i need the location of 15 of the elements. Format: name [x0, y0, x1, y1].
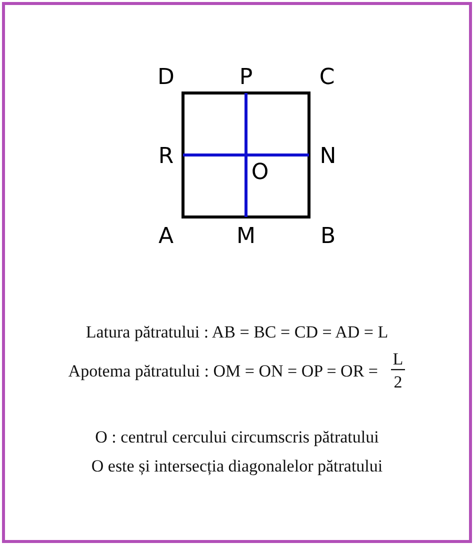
point-label: R [158, 146, 174, 168]
formula-text: O este și intersecția diagonalelor pătratului [91, 458, 383, 474]
formula-text: Latura pătratului : AB = BC = CD = AD = L [86, 324, 388, 340]
point-label: B [320, 226, 336, 248]
point-label: A [158, 226, 174, 248]
fraction-denominator: 2 [394, 374, 402, 390]
fraction-numerator: L [392, 350, 404, 368]
point-label: C [319, 67, 335, 89]
formula-text: O : centrul cercului circumscris pătratului [95, 428, 379, 446]
point-label: M [236, 226, 256, 248]
point-label: P [239, 67, 253, 89]
point-label: N [320, 146, 336, 168]
point-label: D [158, 67, 174, 89]
formula-text: Apotema pătratului : OM = ON = OP = OR = [68, 362, 378, 380]
point-label: O [251, 162, 269, 184]
